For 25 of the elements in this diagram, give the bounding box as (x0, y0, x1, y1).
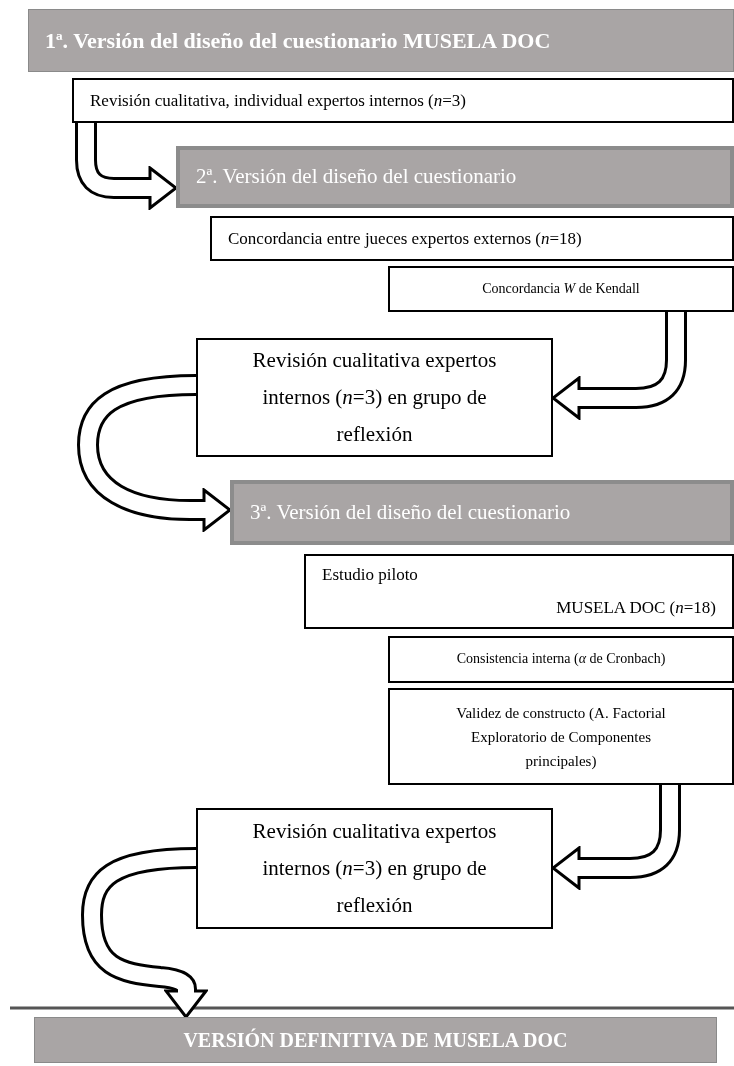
version-banner (176, 146, 734, 208)
step-box (388, 266, 734, 312)
step-box (72, 78, 734, 123)
step-text: 2ª. Versión del diseño del cuestionario (196, 163, 517, 191)
step-text: VERSIÓN DEFINITIVA DE MUSELA DOC (183, 1027, 568, 1053)
step-box (304, 554, 734, 629)
step-text: MUSELA DOC (n=18) (556, 596, 716, 619)
step-text: Concordancia entre jueces expertos externos (n=18) (228, 227, 582, 250)
review-box (196, 338, 553, 457)
step-box (388, 636, 734, 683)
step-box (388, 688, 734, 785)
version-banner (230, 480, 734, 545)
version-banner (34, 1017, 717, 1063)
step-text: Estudio piloto (322, 564, 418, 587)
step-text: 1ª. Versión del diseño del cuestionario MUSELA DOC (45, 27, 551, 55)
version-banner (28, 9, 734, 72)
step-text: Revisión cualitativa expertos internos (n=3) en grupo de reflexión (251, 347, 498, 448)
step-box (210, 216, 734, 261)
review-box (196, 808, 553, 929)
step-text: Revisión cualitativa expertos internos (n=3) en grupo de reflexión (251, 818, 498, 919)
step-text: 3ª. Versión del diseño del cuestionario (250, 498, 571, 526)
step-text: Revisión cualitativa, individual expertos internos (n=3) (90, 89, 466, 112)
step-text: Validez de constructo (A. Factorial Exploratorio de Componentes principales) (455, 703, 667, 771)
step-text: Concordancia W de Kendall (482, 279, 640, 298)
step-text: Consistencia interna (α de Cronbach) (456, 650, 666, 669)
